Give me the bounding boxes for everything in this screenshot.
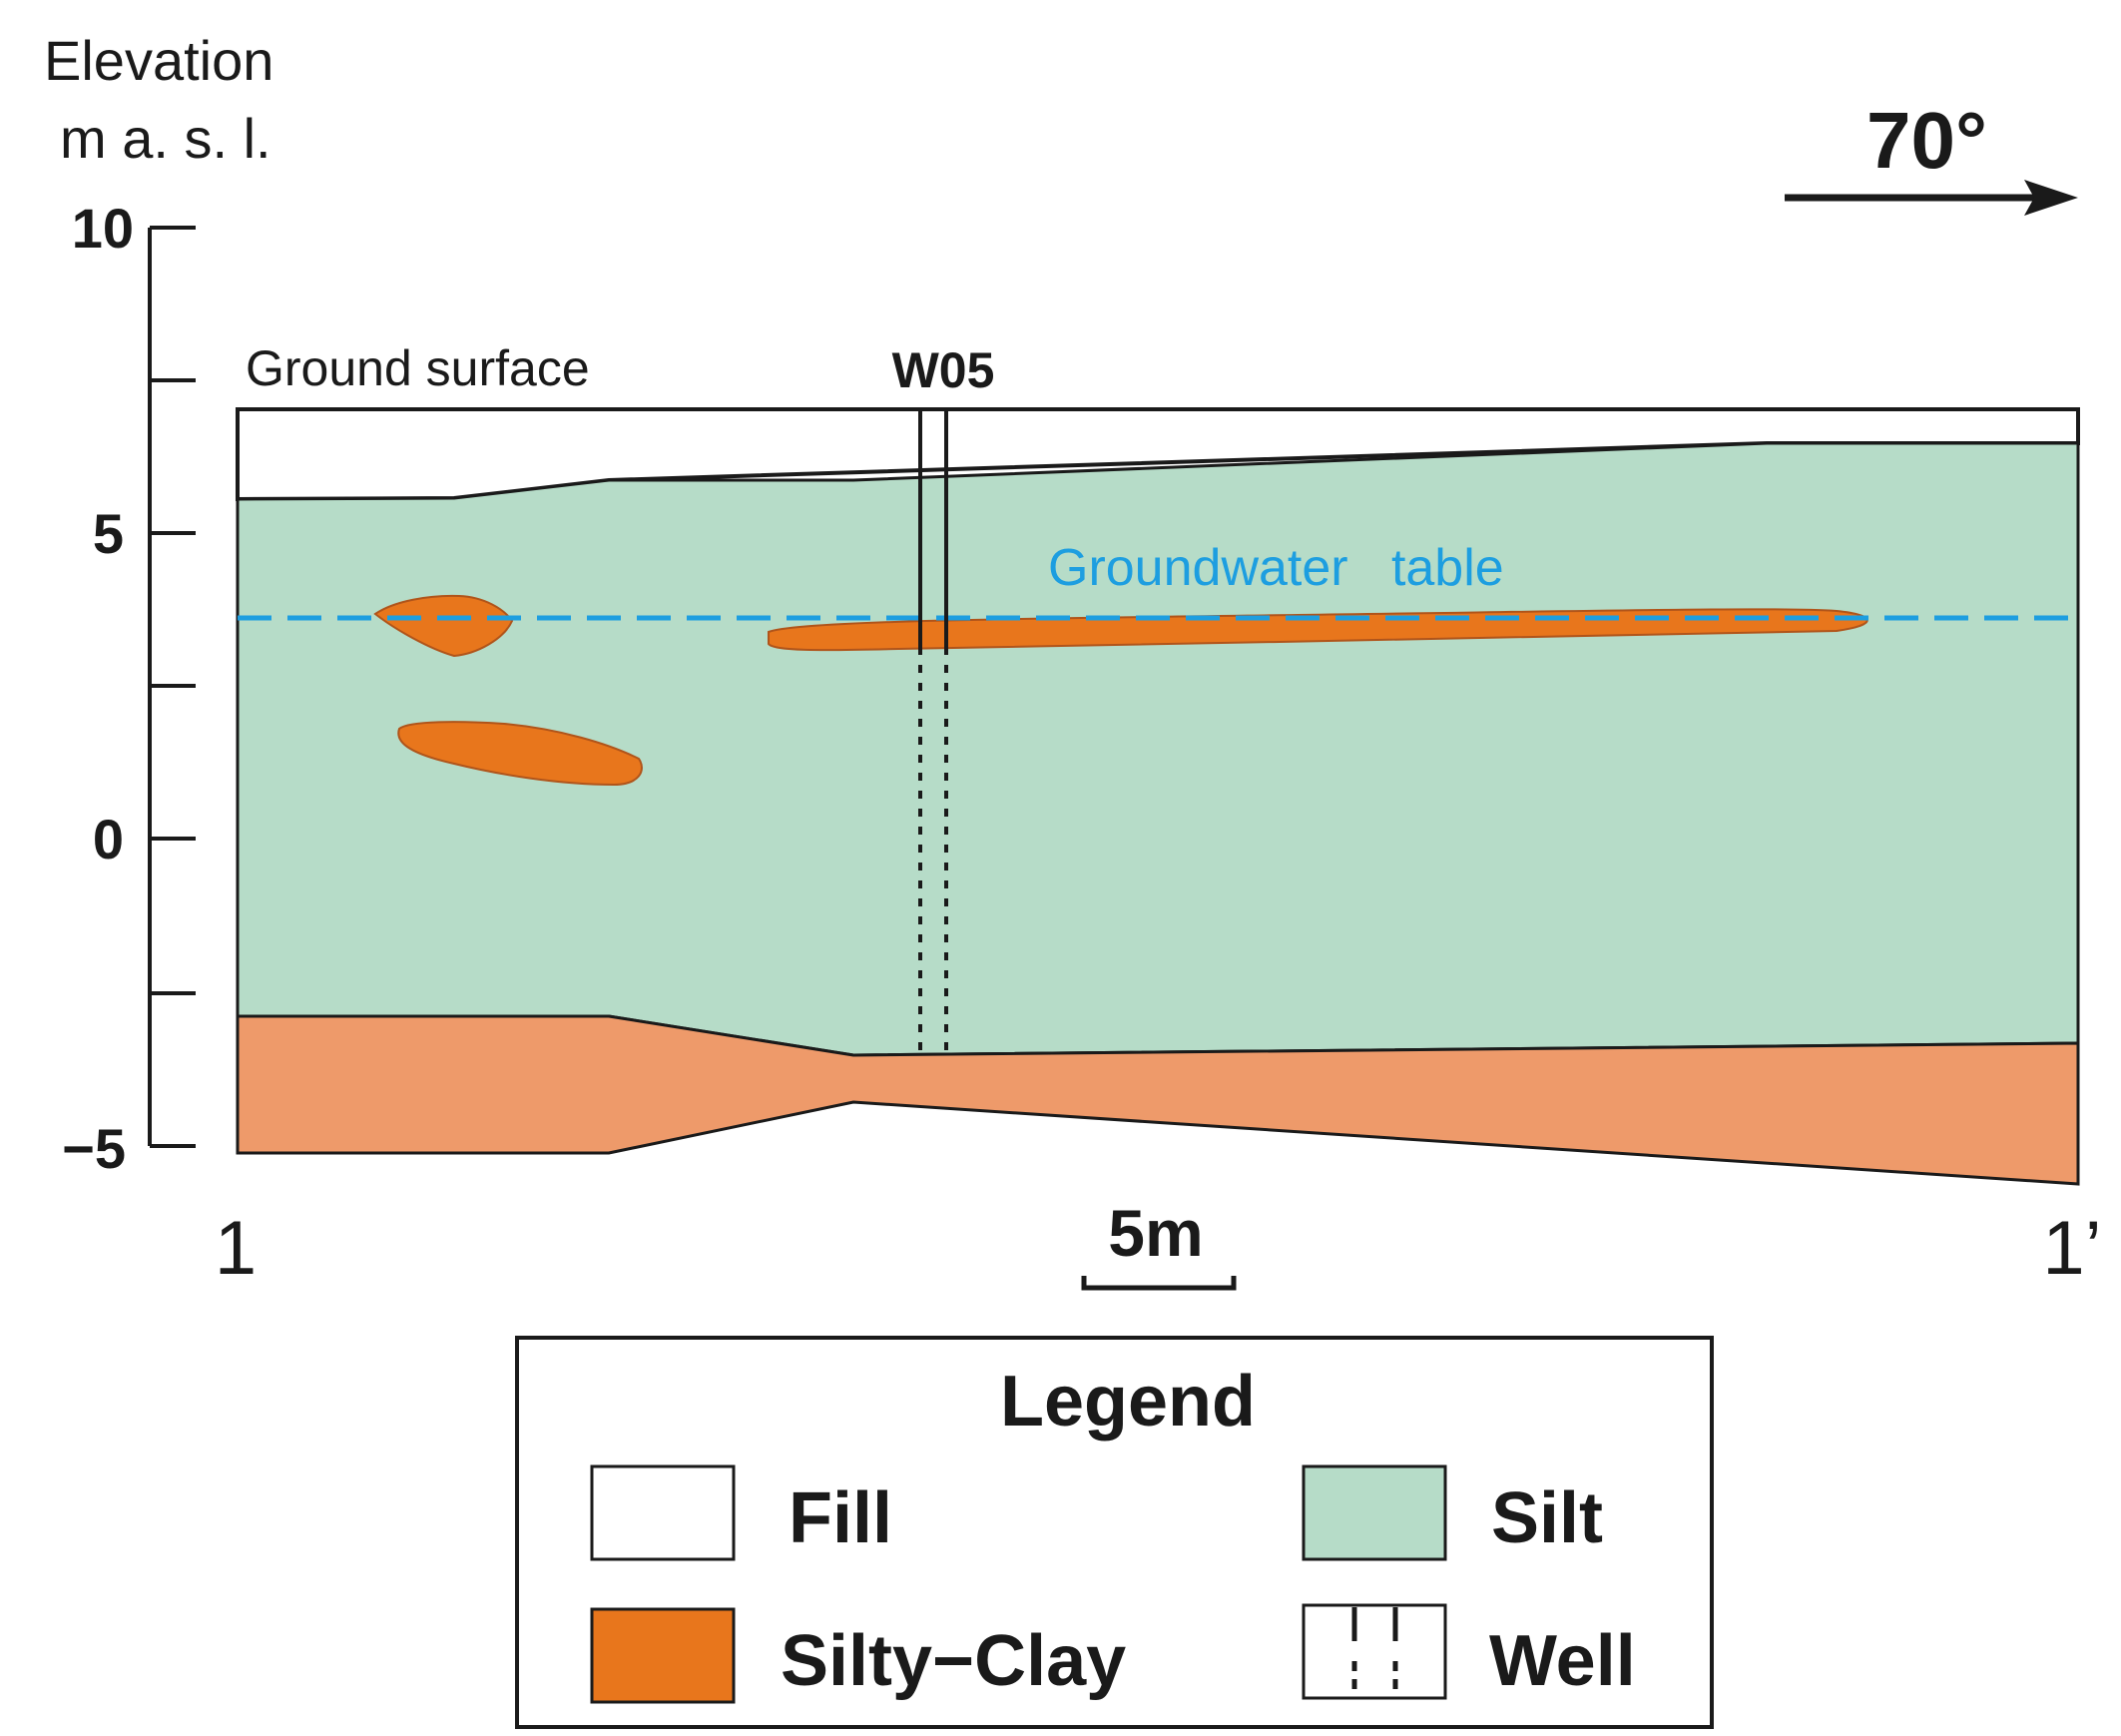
elevation-axis: Elevation m a. s. l. 10 5 0 −5: [44, 29, 273, 1180]
section-end-label: 1’: [2042, 1206, 2101, 1291]
axis-title-line2: m a. s. l.: [60, 107, 271, 170]
silty-clay-lens-small: [373, 594, 514, 658]
axis-title-line1: Elevation: [44, 29, 273, 92]
legend: Legend Fill Silt Silty−Clay Well: [515, 1336, 1714, 1729]
groundwater-label: Groundwater table: [1048, 539, 1504, 597]
scale-bar: 5m: [1081, 1196, 1237, 1291]
scale-label: 5m: [1108, 1196, 1203, 1270]
strata: [236, 407, 2080, 1186]
silty-clay-base-layer: [236, 1014, 2080, 1186]
legend-title: Legend: [1000, 1362, 1256, 1442]
tick-label-5: 5: [93, 502, 124, 565]
well-icon: [1351, 1607, 1398, 1696]
legend-swatch-silty-clay: [590, 1607, 736, 1704]
well-w05: W05: [892, 342, 995, 1053]
tick-label-minus-5: −5: [62, 1117, 126, 1180]
orientation-label: 70°: [1866, 96, 1987, 185]
tick-label-10: 10: [72, 197, 134, 260]
legend-swatch-fill: [590, 1464, 736, 1561]
scale-bar-line: [1081, 1276, 1237, 1291]
silty-clay-lens-lower: [397, 721, 643, 787]
section-start-label: 1: [215, 1206, 257, 1291]
well-label: W05: [892, 342, 995, 398]
groundwater-table: Groundwater table: [238, 539, 2078, 621]
orientation-arrow-head: [2024, 180, 2078, 216]
legend-swatch-silt: [1302, 1464, 1447, 1561]
legend-label-fill: Fill: [789, 1478, 892, 1558]
legend-label-silt: Silt: [1491, 1478, 1603, 1558]
legend-label-well: Well: [1489, 1621, 1636, 1701]
tick-label-0: 0: [93, 808, 124, 870]
ground-surface-label: Ground surface: [246, 340, 590, 396]
legend-swatch-well: [1302, 1603, 1447, 1700]
legend-label-silty-clay: Silty−Clay: [781, 1621, 1126, 1701]
orientation-indicator: 70°: [1785, 96, 2078, 216]
